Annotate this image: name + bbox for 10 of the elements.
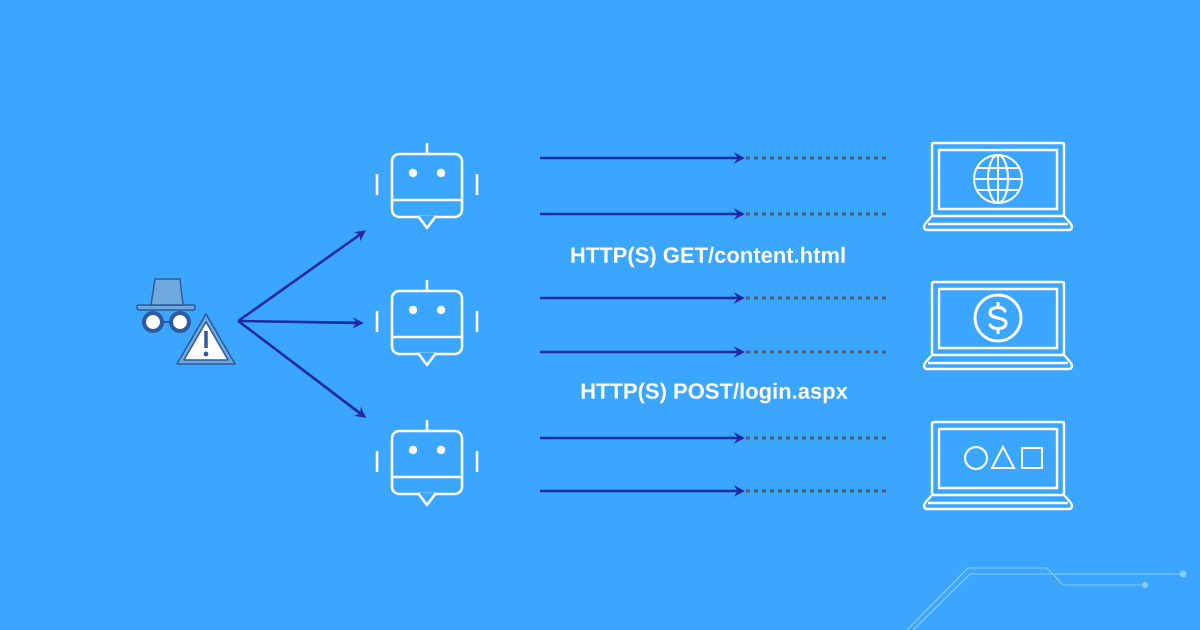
laptop-icon [922, 280, 1074, 371]
robot-icon [375, 420, 479, 507]
spy-warning-icon [136, 278, 236, 365]
arrow [237, 230, 366, 323]
request-label: HTTP(S) GET/content.html [571, 246, 845, 268]
request-label: HTTP(S) POST/login.aspx [581, 382, 848, 404]
robot-icon [375, 280, 479, 367]
robot-icon [375, 143, 479, 230]
laptop-icon [922, 141, 1074, 232]
laptop-icon [922, 420, 1074, 511]
